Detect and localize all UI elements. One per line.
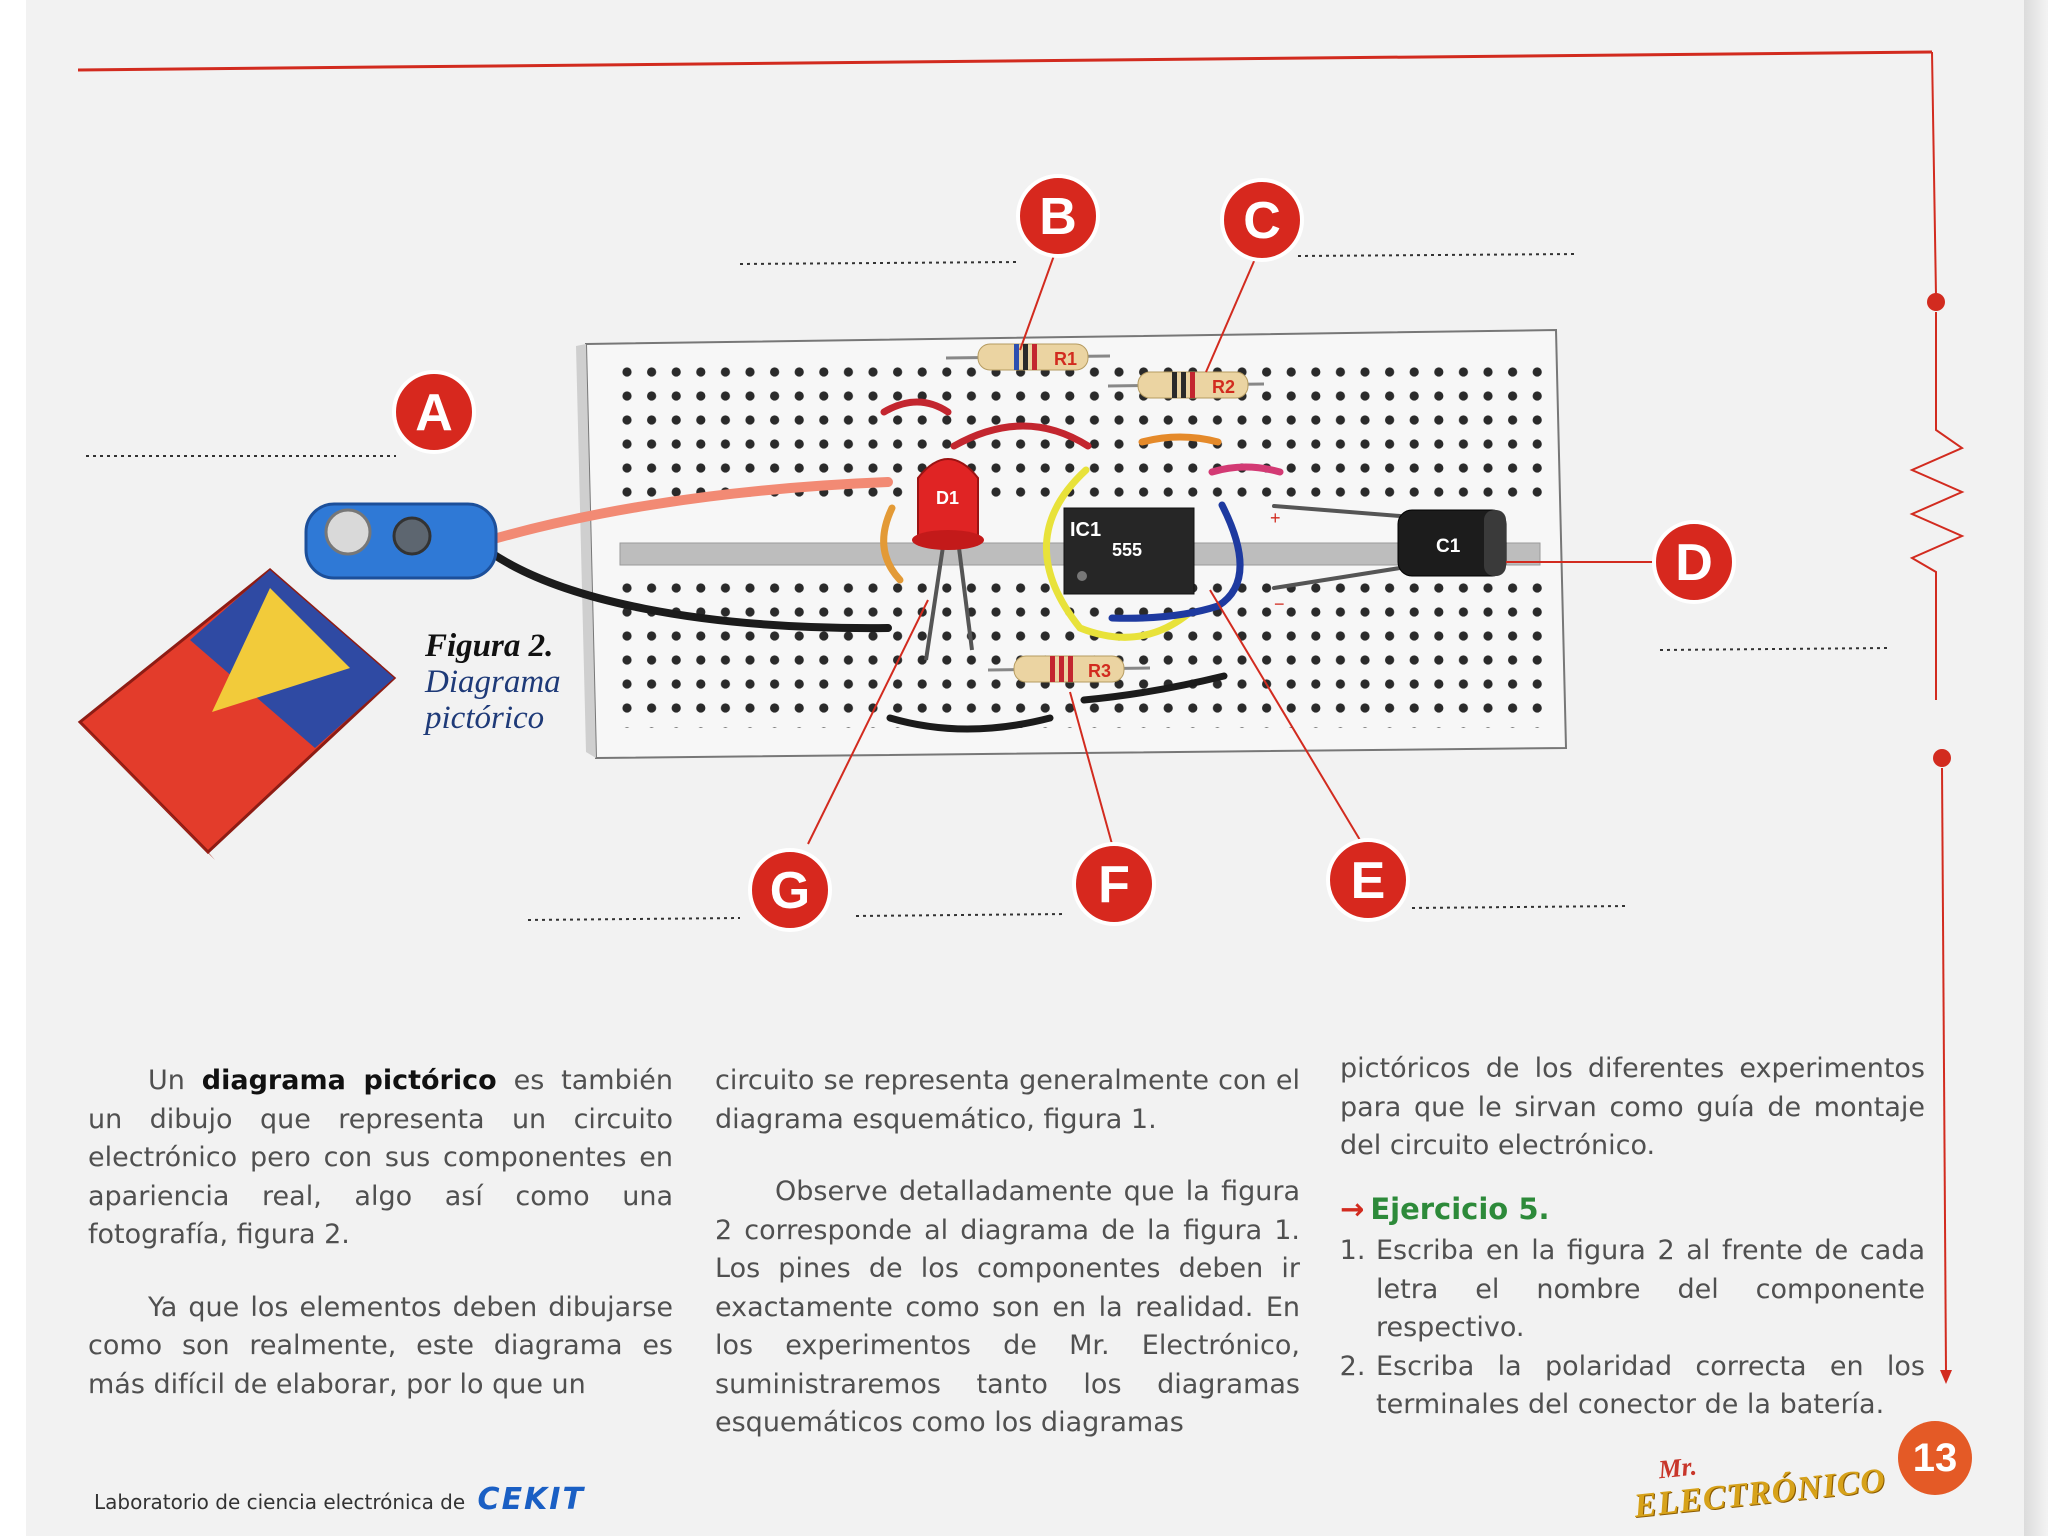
battery-red-lead bbox=[485, 477, 893, 545]
margin-dot-top bbox=[1927, 293, 1945, 311]
page-edge bbox=[2024, 0, 2048, 1536]
label-b-text: B bbox=[1039, 188, 1077, 246]
caption-line-2: pictórico bbox=[425, 700, 545, 736]
c1-plus: + bbox=[1270, 508, 1281, 528]
footer: Laboratorio de ciencia electrónica de CE… bbox=[94, 1482, 585, 1517]
exercise-list: Escriba en la figura 2 al frente de cada… bbox=[1340, 1232, 1925, 1425]
ic-part-label: 555 bbox=[1112, 540, 1142, 560]
label-g-text: G bbox=[770, 862, 810, 920]
resistor-r1: R1 bbox=[945, 343, 1111, 371]
label-c-text: C bbox=[1243, 192, 1281, 250]
brand-logo: CEKIT bbox=[477, 1482, 585, 1517]
margin-arrow-head bbox=[1940, 1370, 1952, 1384]
led-d1: D1 bbox=[912, 458, 984, 661]
label-e-text: E bbox=[1351, 852, 1386, 910]
label-e: E bbox=[1326, 838, 1410, 922]
answer-lines bbox=[86, 253, 1891, 921]
caption-title: Figura 2. bbox=[425, 628, 554, 664]
label-f: F bbox=[1072, 842, 1156, 926]
ic1-label: IC1 bbox=[1070, 519, 1101, 541]
paragraph-text: es también un dibujo que representa un c… bbox=[88, 1065, 673, 1250]
label-a: A bbox=[392, 370, 476, 454]
intro-word: Un bbox=[148, 1065, 185, 1096]
left-margin bbox=[0, 0, 26, 1536]
exercise-item: Escriba en la figura 2 al frente de cada… bbox=[1374, 1232, 1925, 1348]
top-rule bbox=[77, 50, 1933, 72]
d1-label: D1 bbox=[936, 488, 959, 508]
resistor-symbol bbox=[1909, 312, 1965, 700]
exercise-item: Escriba la polaridad correcta en los ter… bbox=[1374, 1348, 1925, 1425]
arrow-right-icon: → bbox=[1340, 1191, 1365, 1226]
label-f-text: F bbox=[1098, 856, 1130, 914]
capacitor-c1: C1 + − bbox=[1270, 508, 1507, 614]
page-number-badge: 13 bbox=[1898, 1421, 1972, 1495]
text-column-3: pictóricos de los diferentes experimento… bbox=[1340, 1050, 1925, 1425]
paragraph: circuito se representa generalmente con … bbox=[715, 1065, 1300, 1135]
caption-line-1: Diagrama bbox=[425, 664, 561, 700]
paragraph: Un diagrama pictórico es también un dibu… bbox=[88, 1062, 673, 1255]
right-margin-line bbox=[1931, 51, 1937, 297]
c1-minus: − bbox=[1274, 594, 1285, 614]
text-column-1: Un diagrama pictórico es también un dibu… bbox=[88, 1062, 673, 1438]
exercise-heading: →Ejercicio 5. bbox=[1340, 1190, 1925, 1229]
jumper-wires bbox=[880, 398, 1402, 733]
exercise-title: Ejercicio 5. bbox=[1370, 1191, 1550, 1226]
label-d-text: D bbox=[1675, 534, 1713, 592]
label-c: C bbox=[1220, 178, 1304, 262]
r3-label: R3 bbox=[1088, 661, 1111, 681]
battery bbox=[77, 502, 498, 860]
c1-label: C1 bbox=[1436, 536, 1461, 557]
paragraph: Ya que los elementos deben dibujarse com… bbox=[88, 1291, 673, 1400]
figure-caption: Figura 2. Diagrama pictórico bbox=[425, 628, 561, 736]
paragraph: Observe detalladamente que la figura 2 c… bbox=[715, 1176, 1300, 1438]
leader-lines bbox=[807, 249, 1660, 845]
label-d: D bbox=[1652, 520, 1736, 604]
paragraph: pictóricos de los diferentes experimento… bbox=[1340, 1053, 1925, 1161]
resistor-r2: R2 bbox=[1107, 371, 1265, 399]
footer-text: Laboratorio de ciencia electrónica de bbox=[94, 1490, 466, 1514]
label-b: B bbox=[1016, 174, 1100, 258]
battery-black-lead bbox=[486, 548, 892, 633]
r2-label: R2 bbox=[1212, 377, 1235, 397]
label-g: G bbox=[748, 848, 832, 932]
term-pictorial-diagram: diagrama pictórico bbox=[201, 1065, 497, 1096]
ic-555: IC1 555 bbox=[1063, 507, 1195, 595]
resistor-r3: R3 bbox=[987, 655, 1151, 683]
margin-dot-bottom bbox=[1933, 749, 1951, 767]
margin-arrow-line bbox=[1941, 767, 1947, 1373]
text-column-2: circuito se representa generalmente con … bbox=[715, 1062, 1300, 1477]
r1-label: R1 bbox=[1054, 349, 1077, 369]
paper bbox=[26, 0, 2024, 1536]
label-a-text: A bbox=[415, 384, 453, 442]
